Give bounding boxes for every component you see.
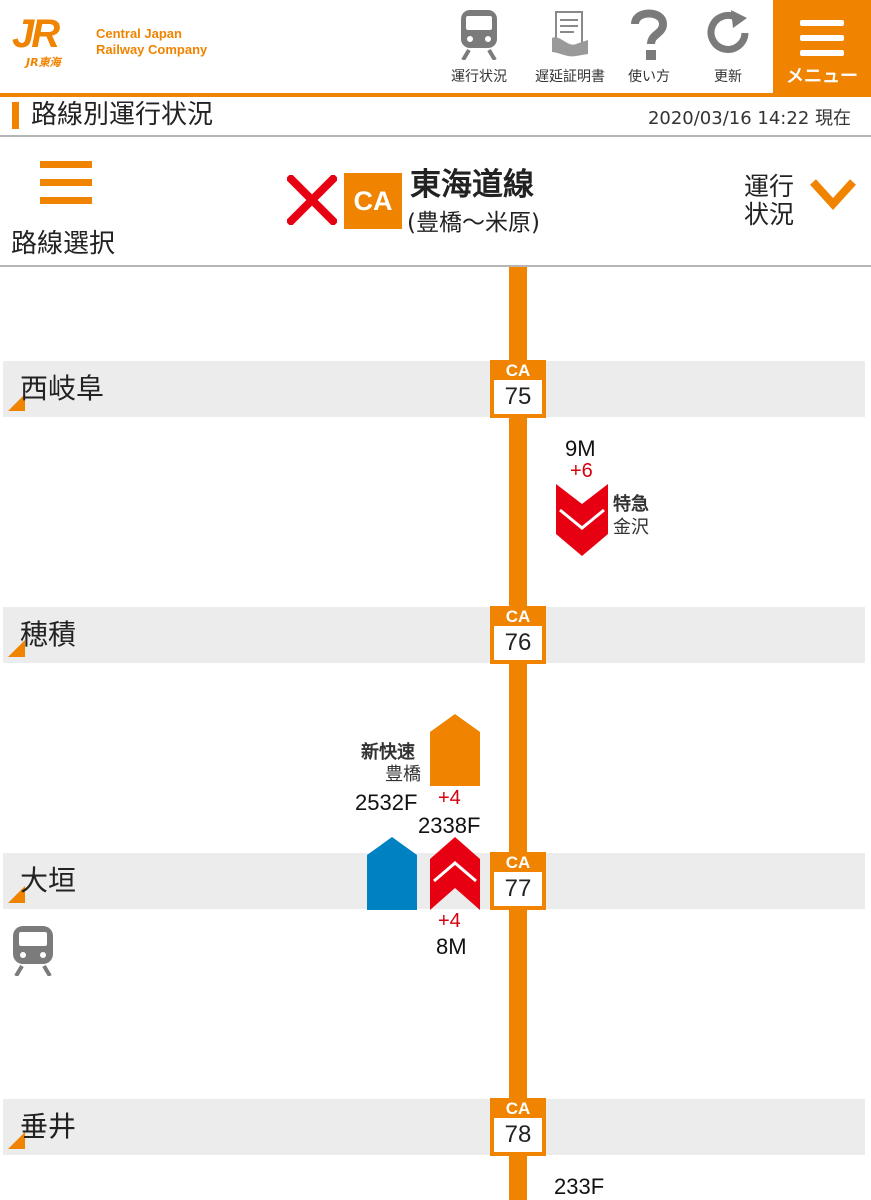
nav-help-button[interactable]: 使い方 [620,0,678,93]
train-icon [13,926,53,976]
station-number: 77 [494,872,542,906]
train-destination: 金沢 [613,517,649,538]
chevron-down-icon[interactable] [808,177,858,213]
nav-delay-certificate-button[interactable]: 遅延証明書 [526,0,614,93]
train-number: 2532F [355,790,418,815]
station-row[interactable] [3,361,865,417]
line-code-badge: CA [344,173,402,229]
train-delay: +4 [438,787,461,809]
station-number-badge: CA 78 [490,1098,546,1156]
update-timestamp: 2020/03/16 14:22 現在 [647,108,851,129]
station-number: 76 [494,626,542,660]
station-code: CA [505,607,531,626]
train-number: 233F [554,1174,605,1199]
hamburger-icon [800,20,844,65]
station-name[interactable]: 垂井 [20,1110,77,1143]
train-icon [461,10,497,60]
station-number-badge: CA 77 [490,852,546,910]
station-name[interactable]: 大垣 [20,864,77,897]
train-number: 9M [565,436,596,461]
line-range: (豊橋〜米原) [407,210,540,236]
rapid-train-up-icon[interactable] [430,714,480,786]
station-row[interactable] [3,607,865,663]
line-select-button[interactable]: 路線選択 [11,229,116,259]
station-row[interactable] [3,1099,865,1155]
nav-help-label: 使い方 [628,69,670,85]
certificate-icon [552,11,588,57]
station-number-badge: CA 76 [490,606,546,664]
line-select-icon[interactable] [40,161,92,215]
line-name: 東海道線 [410,167,534,203]
jr-logo[interactable]: JR [12,12,60,56]
help-icon [631,9,668,60]
page-title: 路線別運行状況 [31,100,214,130]
title-marker [12,102,19,129]
cross-icon [287,175,337,225]
station-name[interactable]: 穂積 [20,618,77,651]
menu-button[interactable]: メニュー [773,0,871,93]
station-corner-mark [8,640,25,657]
refresh-icon [707,10,749,53]
jr-logo-sub: JR東海 [26,56,61,69]
station-corner-mark [8,886,25,903]
track-line [509,267,527,1200]
nav-operation-status-button[interactable]: 運行状況 [440,0,518,93]
station-number: 78 [494,1118,542,1152]
station-number-badge: CA 75 [490,360,546,418]
train-number: 2338F [418,813,481,838]
refresh-button[interactable]: 更新 [694,0,762,93]
train-number: 8M [436,934,467,959]
station-code: CA [505,1099,531,1118]
status-toggle-button[interactable]: 運行状況 [744,172,795,229]
company-name-line1: Central Japan [96,26,182,41]
station-code: CA [505,853,531,872]
train-type: 新快速 [361,742,415,763]
menu-label: メニュー [786,66,858,87]
train-delay: +4 [438,910,461,932]
header-divider [0,93,871,97]
nav-delay-certificate-label: 遅延証明書 [535,69,605,85]
station-number: 75 [494,380,542,414]
app-header: JR JR東海 Central Japan Railway Company 運行… [0,0,871,93]
train-type: 特急 [613,494,649,515]
station-code: CA [505,361,531,380]
station-name[interactable]: 西岐阜 [20,372,105,405]
station-corner-mark [8,394,25,411]
company-name-line2: Railway Company [96,42,208,57]
train-delay: +6 [570,460,593,482]
station-corner-mark [8,1132,25,1149]
limited-express-train-up-icon[interactable] [430,837,480,910]
line-bar: 路線選択 CA 東海道線 (豊橋〜米原) 運行状況 [0,137,871,267]
refresh-label: 更新 [714,69,742,85]
title-bar: 路線別運行状況 2020/03/16 14:22 現在 [0,97,871,137]
limited-express-train-down-icon[interactable] [556,484,608,556]
local-train-up-icon[interactable] [367,837,417,910]
train-destination: 豊橋 [385,764,421,785]
nav-operation-status-label: 運行状況 [451,69,507,85]
